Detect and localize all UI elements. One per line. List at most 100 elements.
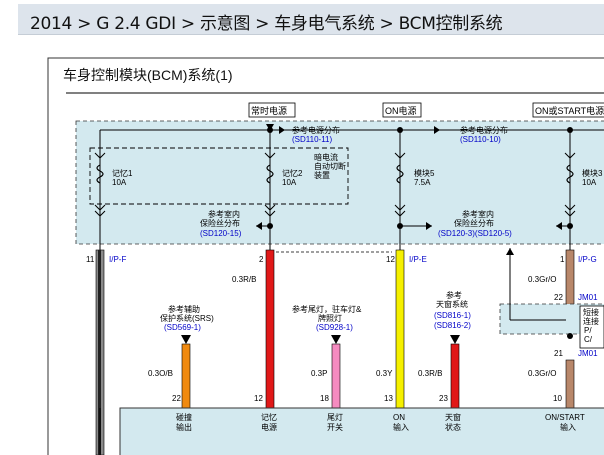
wire-label-2: 0.3Gr/O	[528, 275, 556, 284]
junction-dot	[567, 333, 573, 339]
ref-power-left: 参考电源分布	[292, 125, 340, 135]
header-box-constant	[248, 102, 296, 118]
connector-ipf: I/P-F	[109, 255, 126, 264]
input-label: 电源	[261, 422, 277, 432]
pin-b13: 13	[384, 394, 393, 403]
ref-indoor-mid: 保险丝分布	[454, 218, 494, 228]
header-on-start-power: ON或START电源	[535, 105, 604, 116]
header-constant-power: 常时电源	[251, 105, 287, 116]
input-label: ON	[393, 413, 405, 422]
arrow-down-icon	[181, 335, 191, 344]
fuse-4-name: 模块3	[582, 168, 603, 178]
fuse-box-region	[75, 120, 604, 245]
arrow-up-icon	[506, 248, 514, 255]
ref-indoor-left-code: (SD120-15)	[200, 229, 242, 238]
header-box-on-start	[532, 102, 604, 118]
fuse-1-name: 记忆1	[112, 168, 133, 178]
wire-label-4: 0.3P	[311, 369, 327, 378]
fuse-3-name: 模块5	[414, 168, 435, 178]
arrow-right-icon	[279, 126, 285, 134]
ref-power-mid-code: (SD110-10)	[460, 135, 501, 144]
input-label: 输出	[176, 422, 192, 432]
wire-red-2	[450, 343, 460, 409]
arrow-down-icon	[331, 335, 341, 344]
arrow-down-icon	[450, 335, 460, 344]
ref-power-mid: 参考电源分布	[460, 125, 508, 135]
pin-b10: 10	[553, 394, 562, 403]
bcm-module	[119, 407, 604, 455]
wire-brown-bottom	[565, 359, 575, 409]
wire-yellow	[395, 249, 405, 409]
fuse-symbol-icon	[266, 164, 274, 184]
ref-sunroof-code: (SD816-2)	[434, 321, 471, 330]
arrow-left-icon	[556, 222, 562, 230]
input-label: 尾灯	[327, 412, 343, 422]
ref-indoor-left: 参考室内	[208, 209, 240, 219]
ref-tail: 参考尾灯，驻车灯&	[292, 304, 362, 314]
input-label: 开关	[327, 422, 343, 432]
wire-label-3: 0.3O/B	[148, 369, 173, 378]
ref-srs-code: (SD569-1)	[164, 323, 201, 332]
connector-ipe: I/P-E	[409, 255, 427, 264]
breadcrumb: 2014 > G 2.4 GDI > 示意图 > 车身电气系统 > BCM控制系…	[30, 14, 503, 34]
input-label: 记忆	[261, 412, 277, 422]
short-label: 连接	[583, 316, 599, 326]
junction-dot	[267, 223, 273, 229]
ref-indoor-mid: 参考室内	[462, 209, 494, 219]
fuse-1-amp: 10A	[112, 178, 127, 187]
ref-tail-code: (SD928-1)	[316, 323, 353, 332]
wire-label-6: 0.3R/B	[418, 369, 442, 378]
pin-b22: 22	[172, 394, 181, 403]
ref-sunroof-code: (SD816-1)	[434, 311, 471, 320]
input-label: 输入	[560, 422, 576, 432]
auto-cut-label: 装置	[314, 170, 330, 180]
pin-2: 2	[259, 255, 264, 264]
ref-indoor-left: 保险丝分布	[200, 218, 240, 228]
fuse-symbol-icon	[566, 164, 574, 184]
wire-label-1: 0.3R/B	[232, 275, 256, 284]
fuse-column-4: 模块3 10A	[566, 130, 603, 250]
jm01-label-b: JM01	[578, 349, 598, 358]
jm01-pin-22: 22	[554, 293, 563, 302]
ref-sunroof: 天窗系统	[436, 299, 468, 309]
input-label: ON/START	[545, 413, 585, 422]
short-label: C/	[584, 335, 593, 344]
fuse-column-1: 记忆1 10A	[96, 130, 133, 250]
arrow-left-icon	[256, 222, 262, 230]
fuse-column-3: 模块5 7.5A	[396, 130, 435, 250]
auto-cut-label: 自动切断	[314, 161, 346, 171]
junction-dot	[397, 223, 403, 229]
arrow-right-icon	[426, 222, 432, 230]
pin-b18: 18	[320, 394, 329, 403]
ref-power-left-code: (SD110-11)	[292, 135, 333, 144]
fuse-symbol-icon	[96, 164, 104, 184]
arrow-right-icon	[434, 126, 440, 134]
breadcrumb-bar: 2014 > G 2.4 GDI > 示意图 > 车身电气系统 > BCM控制系…	[18, 4, 604, 35]
input-label: 输入	[393, 422, 409, 432]
ref-srs: 参考辅助	[168, 304, 200, 314]
arrow-icon	[266, 124, 274, 131]
junction-dot	[567, 223, 573, 229]
ref-srs: 保护系统(SRS)	[160, 313, 214, 323]
fuse-2-amp: 10A	[282, 178, 297, 187]
auto-cut-group	[89, 147, 349, 205]
input-label: 碰撞	[176, 412, 192, 422]
breadcrumb-area: 2014 > G 2.4 GDI > 示意图 > 车身电气系统 > BCM控制系…	[0, 0, 604, 37]
fuse-column-2: 记忆2 10A	[266, 130, 303, 250]
auto-cut-label: 暗电流	[314, 152, 338, 162]
fuse-2-name: 记忆2	[282, 168, 303, 178]
fuse-4-amp: 10A	[582, 178, 597, 187]
ref-tail: 牌照灯	[318, 313, 342, 323]
pin-12: 12	[386, 255, 395, 264]
fuse-3-amp: 7.5A	[414, 178, 431, 187]
pin-b12: 12	[254, 394, 263, 403]
wire-pink	[331, 343, 341, 409]
jm01-pin-21: 21	[554, 349, 563, 358]
pin-1: 1	[560, 255, 565, 264]
header-box-on	[382, 102, 422, 118]
wire-label-7: 0.3Gr/O	[528, 369, 556, 378]
wire-orange	[181, 343, 191, 409]
jm01-label-a: JM01	[578, 293, 598, 302]
short-connector-box	[579, 305, 604, 349]
